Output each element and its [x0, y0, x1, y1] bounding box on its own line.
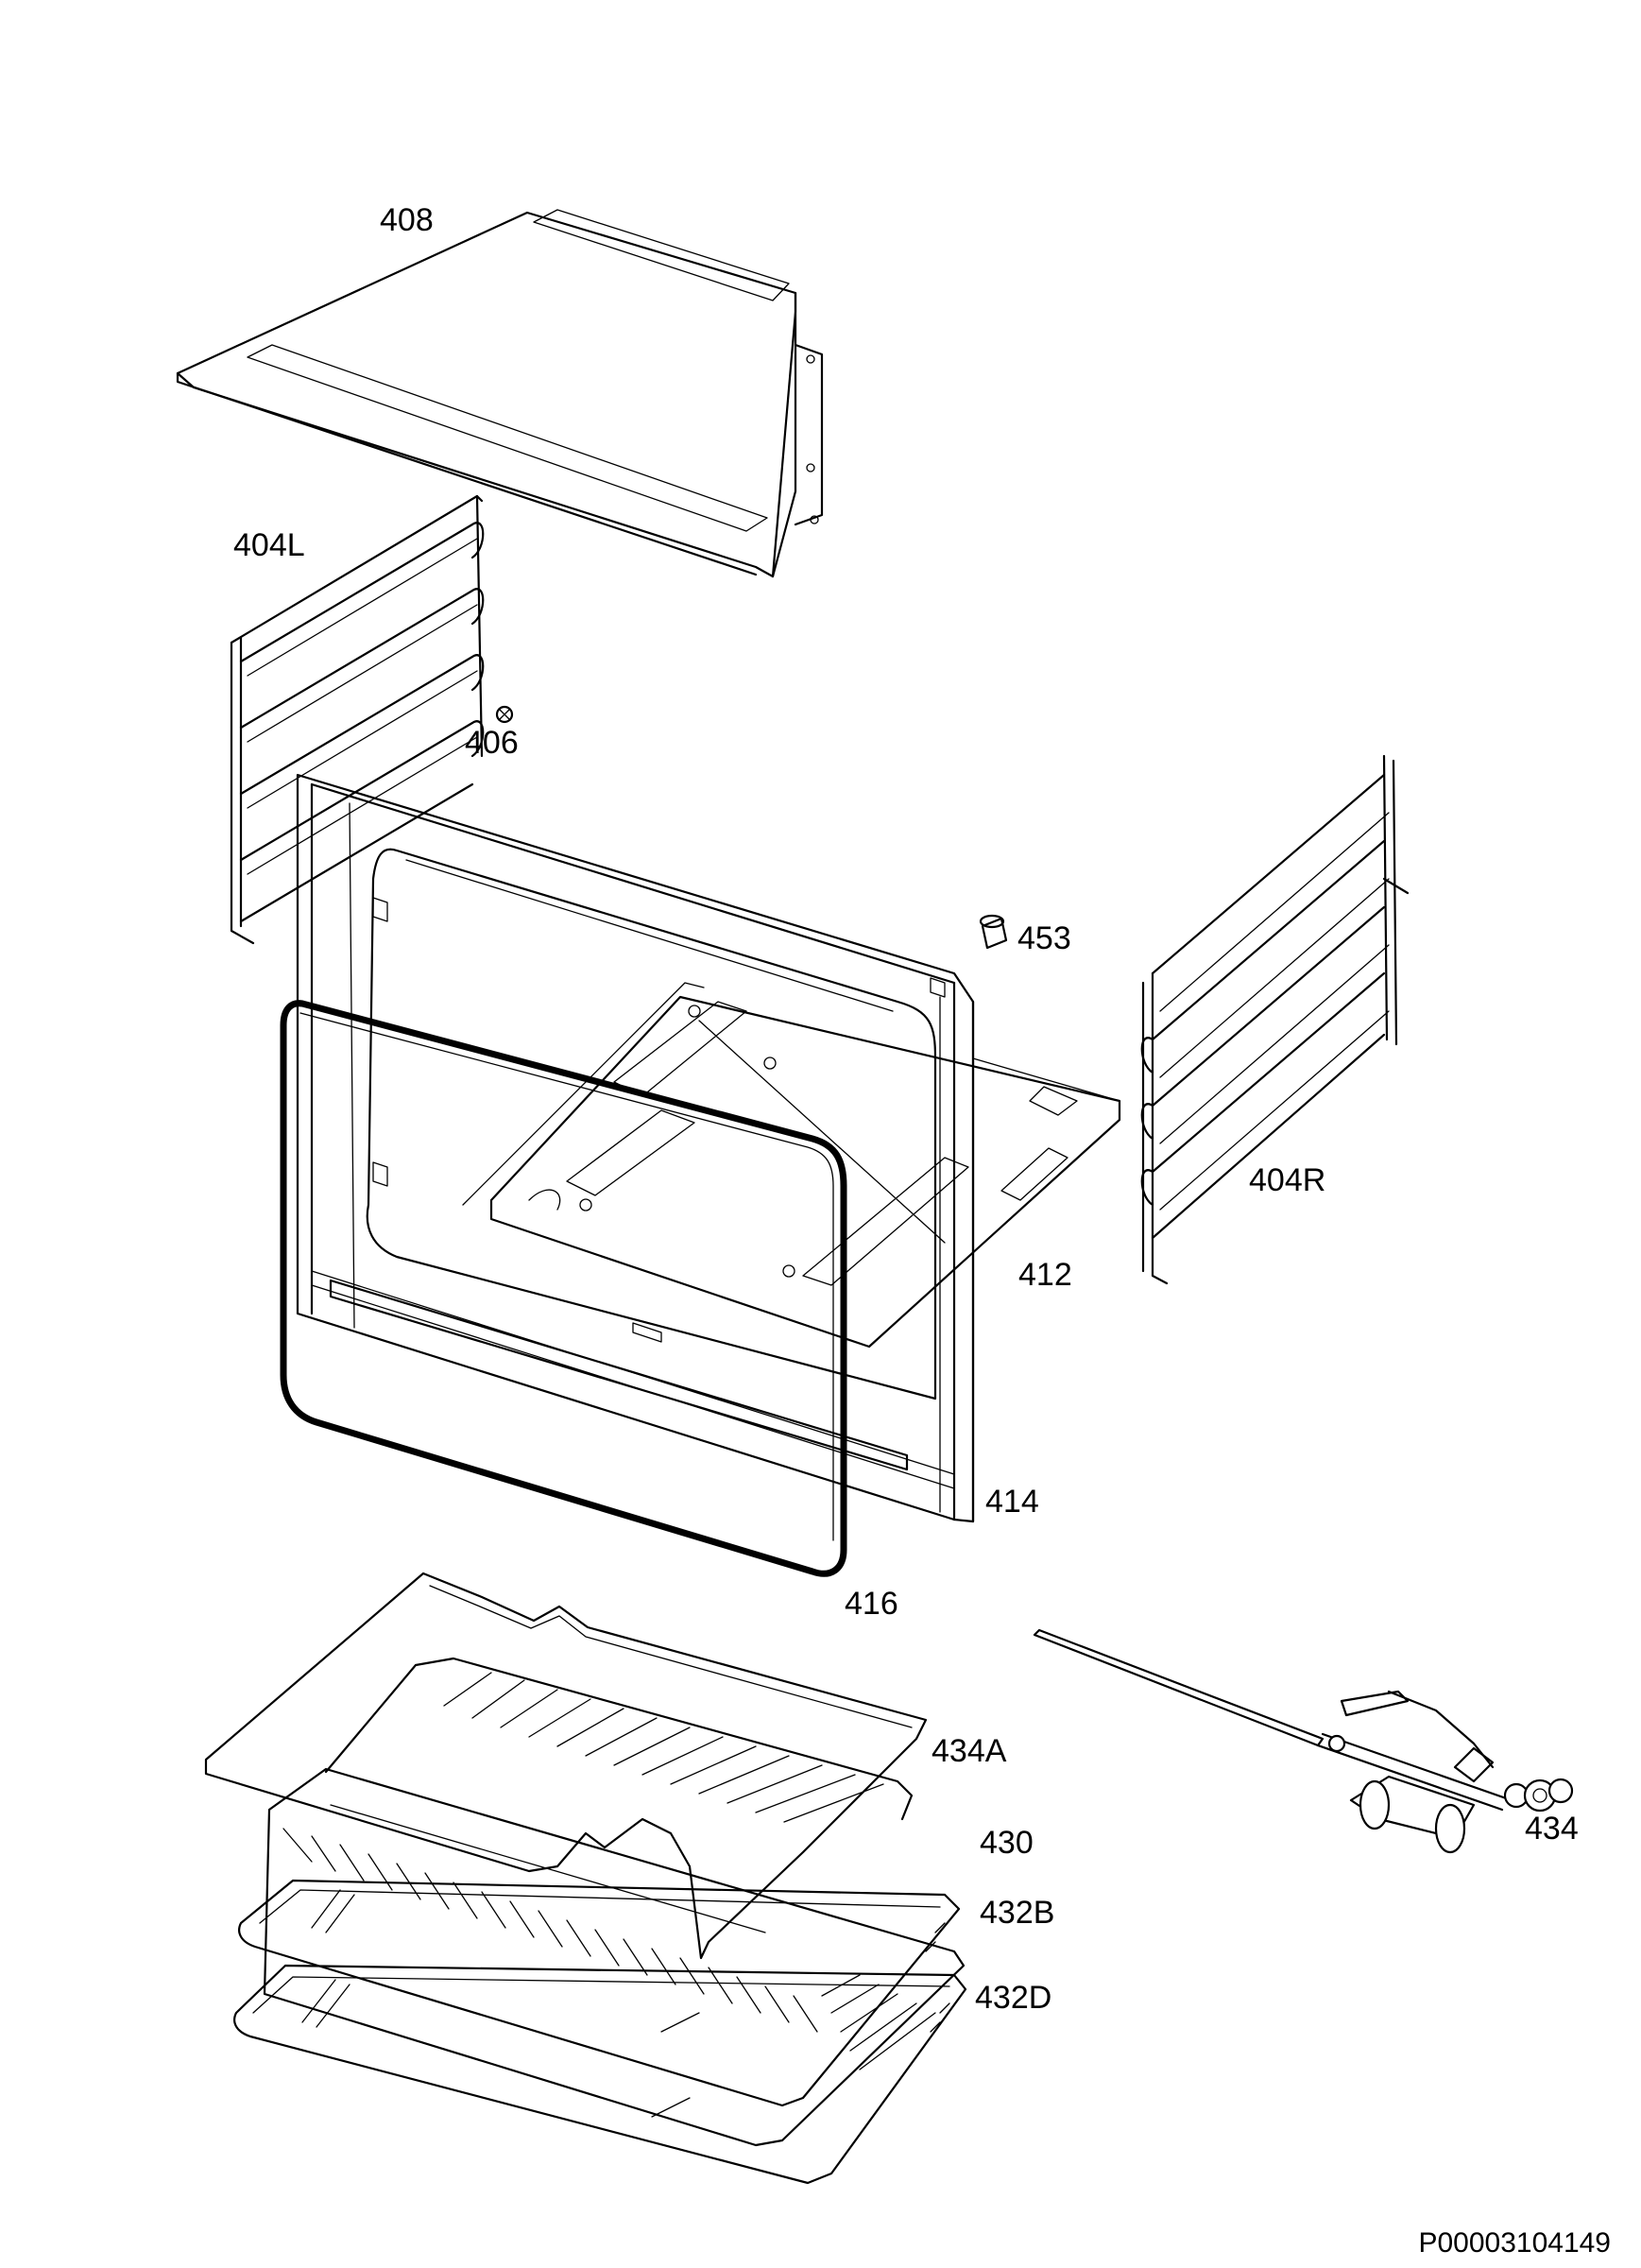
part-430-grill-rack: [263, 1657, 966, 2147]
part-416-door-seal: [280, 1000, 847, 1577]
part-434-rotisserie: [1033, 1628, 1574, 1854]
part-404R-right-shelf-support: [1140, 754, 1410, 1285]
label-432B: 432B: [980, 1895, 1054, 1931]
label-404R: 404R: [1249, 1162, 1325, 1198]
label-430: 430: [980, 1825, 1034, 1861]
part-434A-frame: [204, 1572, 928, 1960]
label-408: 408: [380, 202, 434, 238]
label-406: 406: [465, 725, 519, 761]
part-404L-left-shelf-support: [230, 494, 485, 945]
part-453-lamp-holder: [979, 914, 1008, 950]
label-416: 416: [845, 1586, 898, 1622]
label-414: 414: [985, 1484, 1039, 1520]
part-408-top-panel: [176, 209, 824, 578]
label-432D: 432D: [975, 1980, 1051, 2016]
part-432B-baking-tray: [238, 1879, 961, 2107]
part-432D-baking-tray: [233, 1964, 967, 2185]
document-reference: P00003104149: [1418, 2227, 1611, 2259]
label-453: 453: [1017, 920, 1071, 956]
label-412: 412: [1018, 1257, 1072, 1293]
part-414-front-frame: [296, 773, 975, 1523]
label-434A: 434A: [932, 1733, 1007, 1769]
part-406-screw: [495, 705, 514, 724]
label-404L: 404L: [233, 527, 305, 563]
label-434: 434: [1525, 1811, 1579, 1847]
part-412-floor-panel: [462, 982, 1121, 1349]
